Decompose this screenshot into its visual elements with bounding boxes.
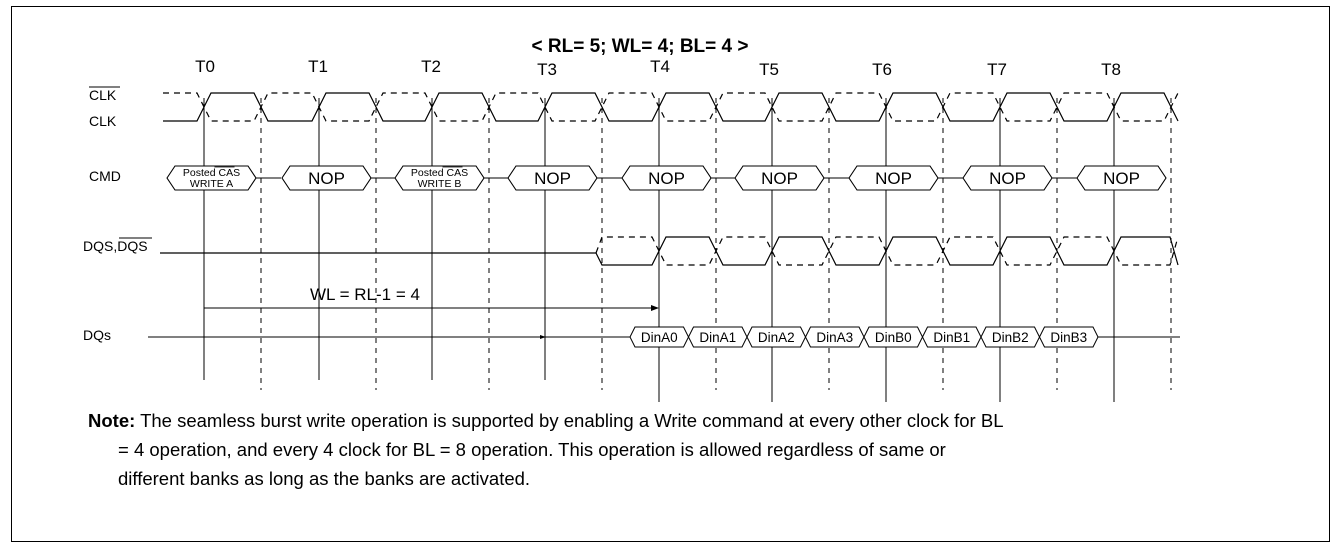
note-line-3: different banks as long as the banks are… xyxy=(118,468,531,489)
tick-label-t8: T8 xyxy=(1101,60,1121,79)
cmd-label: NOP xyxy=(534,169,571,188)
cmd-label: NOP xyxy=(989,169,1026,188)
signal-label-dqs: DQS,DQS xyxy=(83,238,148,254)
data-word-dina3: DinA3 xyxy=(816,330,853,345)
cmd-label: NOP xyxy=(875,169,912,188)
signal-label-dq: DQs xyxy=(83,327,111,343)
dq-marker xyxy=(540,335,546,339)
data-word-dina0: DinA0 xyxy=(641,330,678,345)
note-line-2: = 4 operation, and every 4 clock for BL … xyxy=(118,439,946,460)
tick-label-t2: T2 xyxy=(421,57,441,76)
signal-label-cmd: CMD xyxy=(89,168,121,184)
tick-label-t3: T3 xyxy=(537,60,557,79)
cmd-label: NOP xyxy=(648,169,685,188)
data-word-dina1: DinA1 xyxy=(699,330,736,345)
note-label: Note: xyxy=(88,410,136,431)
cmd-label-bar: CAS xyxy=(219,167,241,179)
cmd-label-line2: WRITE B xyxy=(418,178,462,190)
cmd-label: NOP xyxy=(761,169,798,188)
data-word-dinb0: DinB0 xyxy=(875,330,912,345)
tick-label-t6: T6 xyxy=(872,60,892,79)
data-word-dinb2: DinB2 xyxy=(992,330,1029,345)
signal-label-clk-bar: CLK xyxy=(89,87,117,103)
dqs-waveform xyxy=(160,236,1179,266)
data-word-dina2: DinA2 xyxy=(758,330,795,345)
cmd-label: NOP xyxy=(1103,169,1140,188)
clk-bar-waveform xyxy=(163,92,1179,122)
diagram-frame xyxy=(11,6,1330,542)
tick-label-t4: T4 xyxy=(650,57,670,76)
cmd-label-line2: WRITE A xyxy=(190,178,233,190)
cmd-label: NOP xyxy=(308,169,345,188)
tick-label-t0: T0 xyxy=(195,57,215,76)
cmd-label-bar: CAS xyxy=(447,167,469,179)
cmd-label-line1: Posted CAS xyxy=(183,167,240,179)
wl-arrow-head xyxy=(651,305,659,311)
data-word-dinb3: DinB3 xyxy=(1050,330,1087,345)
data-word-dinb1: DinB1 xyxy=(933,330,970,345)
cmd-label-line1: Posted CAS xyxy=(411,167,468,179)
diagram-title: < RL= 5; WL= 4; BL= 4 > xyxy=(532,36,749,57)
note: Note: The seamless burst write operation… xyxy=(88,406,1268,493)
signal-label-clk: CLK xyxy=(89,113,117,129)
signal-label-dqs-bar: DQS xyxy=(117,238,147,254)
dqs-bar-waveform xyxy=(595,236,1179,266)
tick-label-t7: T7 xyxy=(987,60,1007,79)
clk-waveform xyxy=(163,92,1179,122)
wl-label: WL = RL-1 = 4 xyxy=(310,285,420,304)
tick-label-t1: T1 xyxy=(308,57,328,76)
note-line-1: The seamless burst write operation is su… xyxy=(135,410,1004,431)
tick-label-t5: T5 xyxy=(759,60,779,79)
cmd-box xyxy=(1076,165,1167,191)
